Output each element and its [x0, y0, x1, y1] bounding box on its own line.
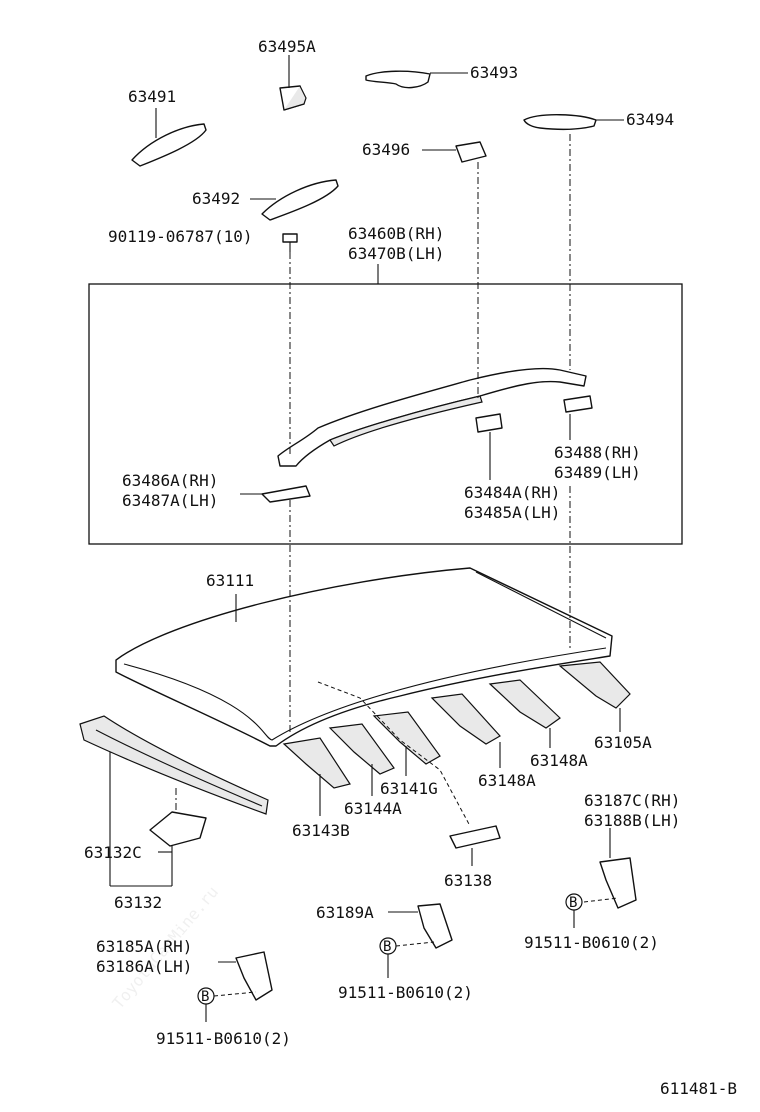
- part-63148A-bow-1: [488, 679, 561, 729]
- label-63144A: 63144A: [344, 799, 402, 818]
- bolt-marker-b1-text: B: [201, 989, 209, 1005]
- label-63496: 63496: [362, 140, 410, 159]
- part-roof-rail: [277, 367, 587, 467]
- part-63143B-bow: [282, 737, 351, 789]
- label-91511-a: 91511-B0610(2): [156, 1029, 291, 1048]
- label-63185A: 63185A(RH): [96, 937, 192, 956]
- label-63492: 63492: [192, 189, 240, 208]
- label-63186A: 63186A(LH): [96, 957, 192, 976]
- bolt-marker-b2-text: B: [383, 939, 391, 955]
- label-63189A: 63189A: [316, 903, 374, 922]
- label-63484A: 63484A(RH): [464, 483, 560, 502]
- part-63492-cover: [261, 179, 339, 221]
- alignment-line-clip: [317, 681, 471, 827]
- label-91511-b: 91511-B0610(2): [338, 983, 473, 1002]
- part-63491-cover: [131, 123, 207, 167]
- bolt-marker-b3-text: B: [569, 895, 577, 911]
- label-63485A: 63485A(LH): [464, 503, 560, 522]
- label-63493: 63493: [470, 63, 518, 82]
- label-63141G: 63141G: [380, 779, 438, 798]
- diagram-id: 611481-B: [660, 1079, 737, 1098]
- label-91511-c: 91511-B0610(2): [524, 933, 659, 952]
- label-90119: 90119-06787(10): [108, 227, 253, 246]
- part-63189A-bracket: [417, 903, 453, 949]
- part-63111-roof-panel: [115, 567, 613, 747]
- part-63185A-bracket: [235, 951, 273, 1001]
- label-63495A: 63495A: [258, 37, 316, 56]
- label-63470B: 63470B(LH): [348, 244, 444, 263]
- part-90119-bolt: [282, 233, 298, 252]
- part-63141G-bow: [372, 711, 441, 765]
- part-63496-plate: [455, 141, 487, 163]
- label-63111: 63111: [206, 571, 254, 590]
- label-63138: 63138: [444, 871, 492, 890]
- label-63487A: 63487A(LH): [122, 491, 218, 510]
- label-63460B: 63460B(RH): [348, 224, 444, 243]
- part-63495A-bracket: [279, 85, 307, 111]
- label-63187C: 63187C(RH): [584, 791, 680, 810]
- part-63486A-pad: [261, 485, 311, 503]
- label-63132C: 63132C: [84, 843, 142, 862]
- label-63105A: 63105A: [594, 733, 652, 752]
- label-63486A: 63486A(RH): [122, 471, 218, 490]
- part-63138-clip: [449, 825, 501, 849]
- part-63488-pad: [563, 395, 593, 413]
- label-63488: 63488(RH): [554, 443, 641, 462]
- roof-rail-assembly-box: [88, 283, 683, 545]
- label-63148A-1: 63148A: [530, 751, 588, 770]
- label-63489: 63489(LH): [554, 463, 641, 482]
- label-63494: 63494: [626, 110, 674, 129]
- part-63132C-bracket: [149, 811, 207, 847]
- part-63105A-bow: [558, 661, 631, 709]
- part-63132-header: [79, 715, 269, 815]
- part-63484A-pad: [475, 413, 503, 433]
- part-63148A-bow-2: [430, 693, 501, 745]
- label-63188B: 63188B(LH): [584, 811, 680, 830]
- part-63494-cover: [523, 114, 597, 131]
- part-63187C-bracket: [599, 857, 637, 909]
- label-63491: 63491: [128, 87, 176, 106]
- label-63148A-2: 63148A: [478, 771, 536, 790]
- part-63493-cover: [365, 70, 431, 89]
- part-63144A-bow: [328, 723, 395, 775]
- label-63132: 63132: [114, 893, 162, 912]
- label-63143B: 63143B: [292, 821, 350, 840]
